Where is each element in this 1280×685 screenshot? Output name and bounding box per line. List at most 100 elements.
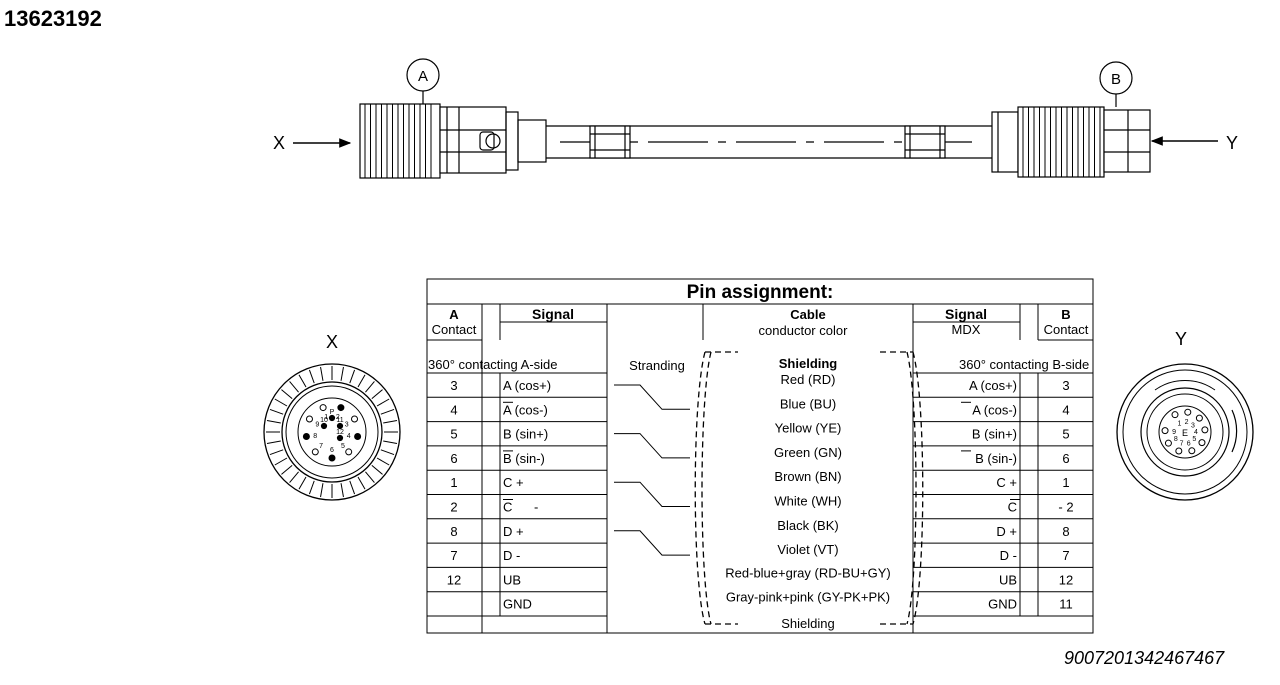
connector-y-pin: 5	[1192, 436, 1206, 447]
row-signal-b: A (cos-)	[972, 402, 1017, 417]
connector-x-pin: 8	[302, 433, 317, 441]
connector-x-pin: 5	[341, 443, 353, 456]
row-conductor-color: Red (RD)	[781, 372, 836, 387]
svg-text:9: 9	[315, 422, 319, 429]
header-side-a: 360° contacting A-side	[428, 357, 558, 372]
connector-x-pin: 1	[319, 404, 328, 421]
end-y-label: Y	[1226, 133, 1238, 153]
row-signal-b: A (cos+)	[969, 378, 1017, 393]
row-signal-a: GND	[503, 597, 532, 612]
svg-text:7: 7	[1180, 440, 1184, 447]
svg-text:10: 10	[320, 417, 328, 424]
row-contact-a: 12	[447, 572, 461, 587]
table-row: 3 A (cos+) Red (RD) A (cos+) 3	[450, 372, 1069, 393]
row-contact-a: 7	[450, 548, 457, 563]
connector-y-pin: 8	[1164, 436, 1178, 447]
row-conductor-color: Yellow (YE)	[775, 421, 842, 436]
connector-x-pin: P	[328, 409, 336, 422]
row-contact-b: 1	[1062, 475, 1069, 490]
row-signal-a: C -	[503, 500, 538, 515]
svg-text:2: 2	[336, 414, 340, 421]
connector-x-pin: 9	[305, 415, 319, 429]
row-signal-a: D -	[503, 548, 520, 563]
svg-text:8: 8	[313, 433, 317, 440]
document-id: 13623192	[4, 6, 102, 31]
row-signal-b: C +	[996, 475, 1017, 490]
svg-text:6: 6	[330, 447, 334, 454]
connector-x-pin: 2	[336, 404, 345, 421]
connector-y-label: Y	[1175, 329, 1187, 349]
connector-y-pin: 7	[1175, 440, 1184, 455]
row-conductor-color: Green (GN)	[774, 445, 842, 460]
row-signal-a: A (cos+)	[503, 378, 551, 393]
row-contact-a: 2	[450, 500, 457, 515]
row-signal-b: B (sin+)	[972, 427, 1017, 442]
end-b-badge: B	[1111, 71, 1121, 88]
svg-text:2: 2	[1185, 419, 1189, 426]
row-contact-b: 11	[1059, 597, 1073, 612]
row-signal-b: B (sin-)	[975, 451, 1017, 466]
svg-text:8: 8	[1174, 436, 1178, 443]
header-stranding: Stranding	[629, 358, 685, 373]
row-contact-b: 8	[1062, 524, 1069, 539]
header-cable-sub: conductor color	[759, 323, 849, 338]
row-signal-a: A (cos-)	[503, 402, 548, 417]
end-a-badge: A	[418, 68, 428, 85]
connector-y-pin: 2	[1184, 408, 1192, 426]
footer-shielding: Shielding	[781, 616, 835, 631]
row-signal-a: C +	[503, 475, 524, 490]
svg-text:1: 1	[324, 414, 328, 421]
svg-text:9: 9	[1172, 429, 1176, 436]
connector-x-pin: 3	[345, 415, 359, 429]
connector-x-pin: 7	[311, 443, 323, 456]
connector-y-pin: 6	[1187, 440, 1196, 455]
row-conductor-color: Gray-pink+pink (GY-PK+PK)	[726, 590, 890, 605]
row-contact-a: 1	[450, 475, 457, 490]
row-contact-a: 3	[450, 378, 457, 393]
svg-text:5: 5	[1192, 436, 1196, 443]
header-cable: Cable	[790, 307, 825, 322]
row-contact-a: 5	[450, 427, 457, 442]
svg-text:4: 4	[1194, 429, 1198, 436]
row-signal-a: UB	[503, 572, 521, 587]
row-signal-b: GND	[988, 597, 1017, 612]
row-contact-b: 12	[1059, 572, 1073, 587]
row-contact-b: 3	[1062, 378, 1069, 393]
connector-x-pin: 10	[320, 417, 328, 430]
connector-y-pin: 9	[1161, 427, 1176, 436]
table-title: Pin assignment:	[687, 282, 834, 303]
connector-y-pin: 3	[1191, 414, 1203, 429]
svg-text:11: 11	[336, 417, 343, 424]
row-conductor-color: Blue (BU)	[780, 396, 836, 411]
svg-text:1: 1	[1178, 420, 1182, 427]
connector-x-label: X	[326, 332, 338, 352]
end-x-label: X	[273, 133, 285, 153]
pin-assignment-table: Pin assignment: A Contact Signal Cable c…	[426, 278, 1094, 634]
connector-x-pin: 6	[328, 447, 336, 462]
connector-x-pin: 4	[347, 433, 362, 441]
row-signal-a: B (sin+)	[503, 427, 548, 442]
header-a: A	[449, 307, 459, 322]
row-signal-b: UB	[999, 572, 1017, 587]
row-signal-a: B (sin-)	[503, 451, 545, 466]
row-contact-b: 7	[1062, 548, 1069, 563]
row-signal-b: D -	[1000, 548, 1017, 563]
row-signal-a: D +	[503, 524, 524, 539]
connector-y-pin: 1	[1171, 411, 1182, 427]
svg-text:E: E	[1182, 428, 1188, 438]
reference-number: 9007201342467467	[1064, 648, 1225, 668]
header-signal-left: Signal	[532, 306, 574, 322]
row-contact-a: 8	[450, 524, 457, 539]
header-a-contact: Contact	[432, 322, 477, 337]
svg-text:6: 6	[1187, 440, 1191, 447]
